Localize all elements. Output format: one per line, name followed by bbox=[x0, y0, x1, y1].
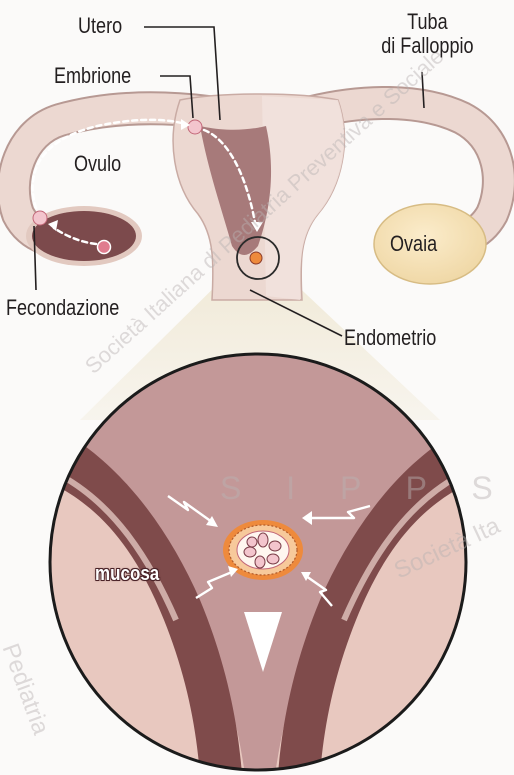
label-mucosa: mucosa bbox=[95, 563, 159, 586]
label-ovaia: Ovaia bbox=[390, 232, 437, 256]
label-tuba: Tuba di Falloppio bbox=[382, 10, 474, 58]
label-tuba-line1: Tuba bbox=[382, 10, 474, 34]
fertilization-marker bbox=[33, 211, 47, 225]
embryo-marker bbox=[188, 120, 202, 134]
label-utero: Utero bbox=[78, 14, 122, 38]
label-ovulo: Ovulo bbox=[74, 152, 121, 176]
implantation-marker bbox=[250, 252, 262, 264]
label-fecondazione: Fecondazione bbox=[6, 296, 119, 320]
label-embrione: Embrione bbox=[54, 64, 131, 88]
ovum-marker bbox=[98, 241, 111, 254]
label-endometrio: Endometrio bbox=[344, 326, 436, 350]
watermark-brand: S I P P S bbox=[220, 470, 511, 507]
label-tuba-line2: di Falloppio bbox=[382, 34, 474, 58]
